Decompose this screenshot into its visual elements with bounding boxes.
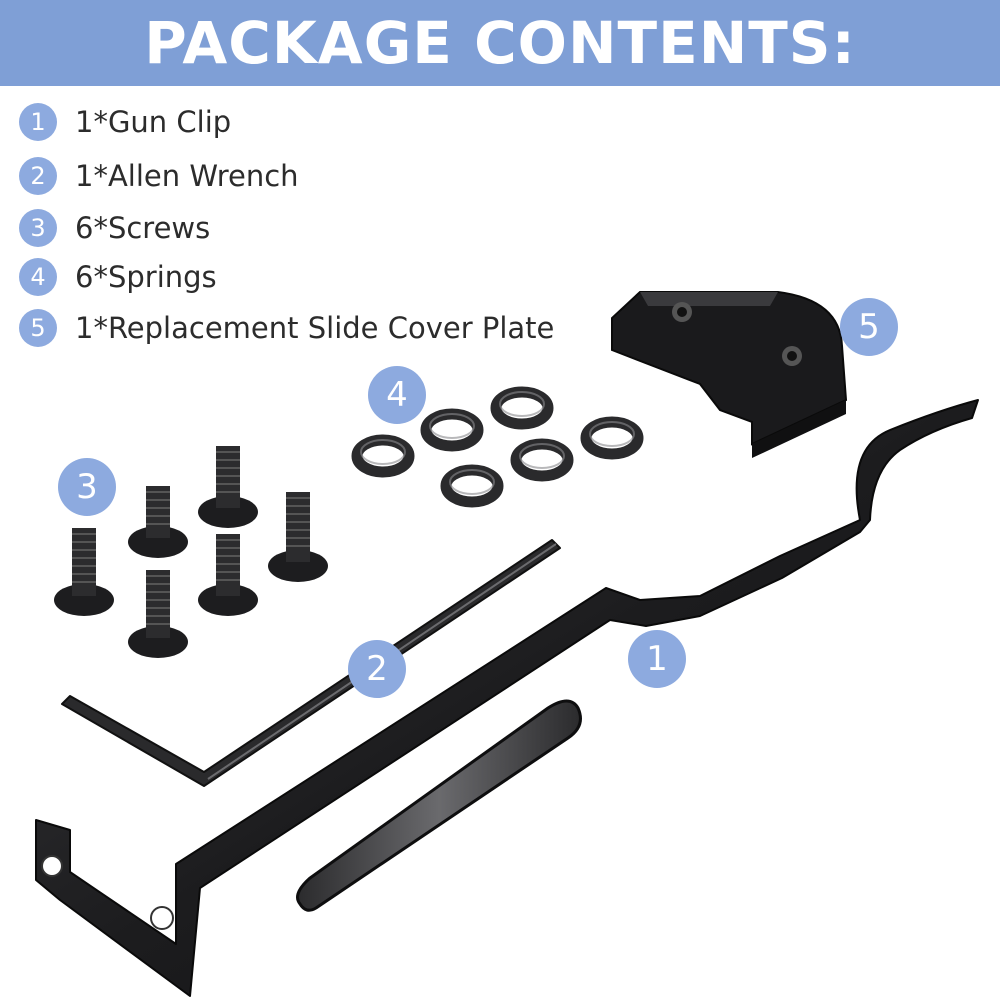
list-item-label: 6*Springs xyxy=(75,260,217,294)
number-badge: 2 xyxy=(19,157,57,195)
callout-wrench: 2 xyxy=(348,640,406,698)
page-title: PACKAGE CONTENTS: xyxy=(144,9,856,77)
number-badge: 4 xyxy=(19,258,57,296)
callout-springs: 4 xyxy=(368,366,426,424)
list-item-springs: 4 6*Springs xyxy=(19,258,217,296)
callout-clip: 1 xyxy=(628,630,686,688)
header-banner: PACKAGE CONTENTS: xyxy=(0,0,1000,86)
list-item-label: 6*Screws xyxy=(75,211,211,245)
callout-plate: 5 xyxy=(840,298,898,356)
callout-screws: 3 xyxy=(58,458,116,516)
list-item-cover-plate: 5 1*Replacement Slide Cover Plate xyxy=(19,309,554,347)
cover-plate-image xyxy=(611,291,848,458)
number-badge: 3 xyxy=(19,209,57,247)
number-badge: 1 xyxy=(19,103,57,141)
list-item-allen-wrench: 2 1*Allen Wrench xyxy=(19,157,299,195)
list-item-screws: 3 6*Screws xyxy=(19,209,210,247)
list-item-label: 1*Allen Wrench xyxy=(75,159,299,193)
gun-clip-image xyxy=(35,399,979,997)
number-badge: 5 xyxy=(19,309,57,347)
list-item-label: 1*Gun Clip xyxy=(75,105,232,139)
list-item-label: 1*Replacement Slide Cover Plate xyxy=(75,311,555,345)
list-item-gun-clip: 1 1*Gun Clip xyxy=(19,103,231,141)
screws-image xyxy=(54,446,328,658)
